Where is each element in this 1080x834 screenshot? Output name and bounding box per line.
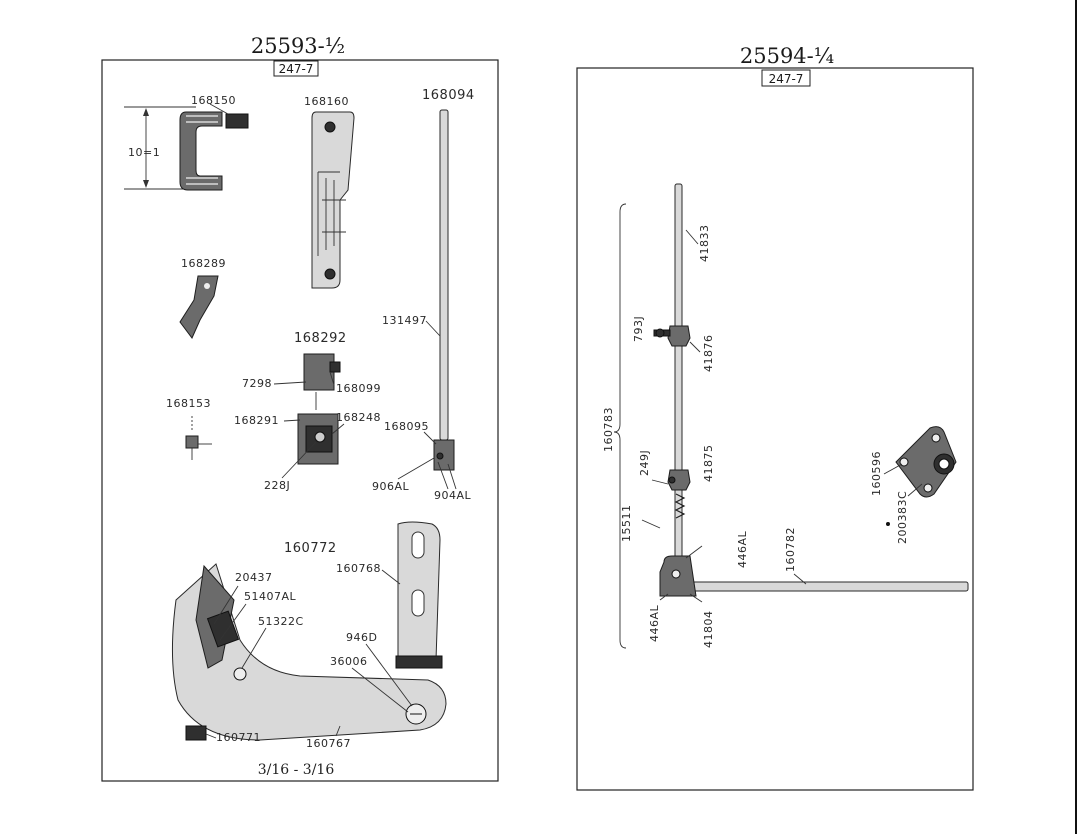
- label-41804: 41804: [702, 611, 715, 649]
- right-panel-subtitle: 247-7: [769, 72, 804, 86]
- label-160782: 160782: [784, 527, 797, 572]
- label-15511: 15511: [620, 505, 633, 543]
- label-168289: 168289: [181, 257, 226, 270]
- left-panel-frame: [101, 59, 499, 782]
- left-panel: 25593-½ 247-7 10=1 168150 168160: [101, 34, 499, 782]
- label-20437: 20437: [235, 571, 273, 584]
- label-160783: 160783: [602, 407, 615, 452]
- label-946d: 946D: [346, 631, 377, 644]
- label-51322c: 51322C: [258, 615, 304, 628]
- part-168160-throat-plate: 168160: [304, 95, 355, 289]
- left-panel-footer: 3/16 - 3/16: [258, 762, 335, 778]
- part-160782-shaft: 160782 446AL 446AL 41804: [648, 527, 969, 649]
- right-panel-title: 25594-¼: [740, 44, 834, 68]
- part-160596-flange: 160596 200383C: [870, 426, 957, 544]
- label-160771: 160771: [216, 731, 261, 744]
- label-51407al: 51407AL: [244, 590, 297, 603]
- label-168095: 168095: [384, 420, 429, 433]
- part-41876-collar: 793J 41876: [632, 316, 715, 372]
- right-panel-frame: [576, 67, 974, 791]
- label-168160: 168160: [304, 95, 349, 108]
- part-168150-presser-foot: 10=1 168150: [124, 94, 249, 191]
- label-168094: 168094: [422, 88, 475, 103]
- left-panel-subtitle-box: [273, 60, 319, 77]
- label-41876: 41876: [702, 335, 715, 373]
- label-200383c: 200383C: [896, 491, 909, 544]
- label-906al: 906AL: [372, 480, 410, 493]
- label-168248: 168248: [336, 411, 381, 424]
- label-41833: 41833: [698, 225, 711, 263]
- label-41875: 41875: [702, 445, 715, 483]
- label-228j: 228J: [264, 479, 290, 492]
- left-panel-subtitle: 247-7: [279, 62, 314, 76]
- right-panel: 25594-¼ 247-7 160783 41833 793J 41876 24…: [576, 44, 974, 791]
- label-168153: 168153: [166, 397, 211, 410]
- label-904al: 904AL: [434, 489, 472, 502]
- label-446al-a: 446AL: [736, 530, 749, 568]
- label-168150: 168150: [191, 94, 236, 107]
- left-panel-title: 25593-½: [251, 34, 345, 58]
- part-168289-feed-dog: 168289: [179, 257, 226, 339]
- label-168099: 168099: [336, 382, 381, 395]
- label-36006: 36006: [330, 655, 368, 668]
- label-160768: 160768: [336, 562, 381, 575]
- part-168292-assembly: 168292 7298 168099 168291 168248 228J: [234, 331, 381, 492]
- bracket-160783: [613, 203, 627, 649]
- label-249j: 249J: [638, 450, 651, 476]
- part-168094-needle-bar: 168094 131497 168095 906AL 904AL: [372, 88, 475, 502]
- right-panel-subtitle-box: [761, 69, 811, 87]
- label-168292: 168292: [294, 331, 347, 346]
- label-7298: 7298: [242, 377, 272, 390]
- label-446al-b: 446AL: [648, 604, 661, 642]
- label-160596: 160596: [870, 451, 883, 496]
- part-41875-collar: 249J 41875 15511: [620, 445, 715, 543]
- label-168291: 168291: [234, 414, 279, 427]
- label-dimension: 10=1: [128, 146, 160, 159]
- label-160772: 160772: [284, 541, 337, 556]
- label-131497: 131497: [382, 314, 427, 327]
- part-41833-rod: 41833: [674, 183, 711, 585]
- part-168153-screw: 168153: [166, 397, 212, 460]
- label-793j: 793J: [632, 316, 645, 342]
- label-160767: 160767: [306, 737, 351, 750]
- part-160772-assembly: 160772 160768 20437 51407AL 51322C 946D …: [171, 521, 447, 750]
